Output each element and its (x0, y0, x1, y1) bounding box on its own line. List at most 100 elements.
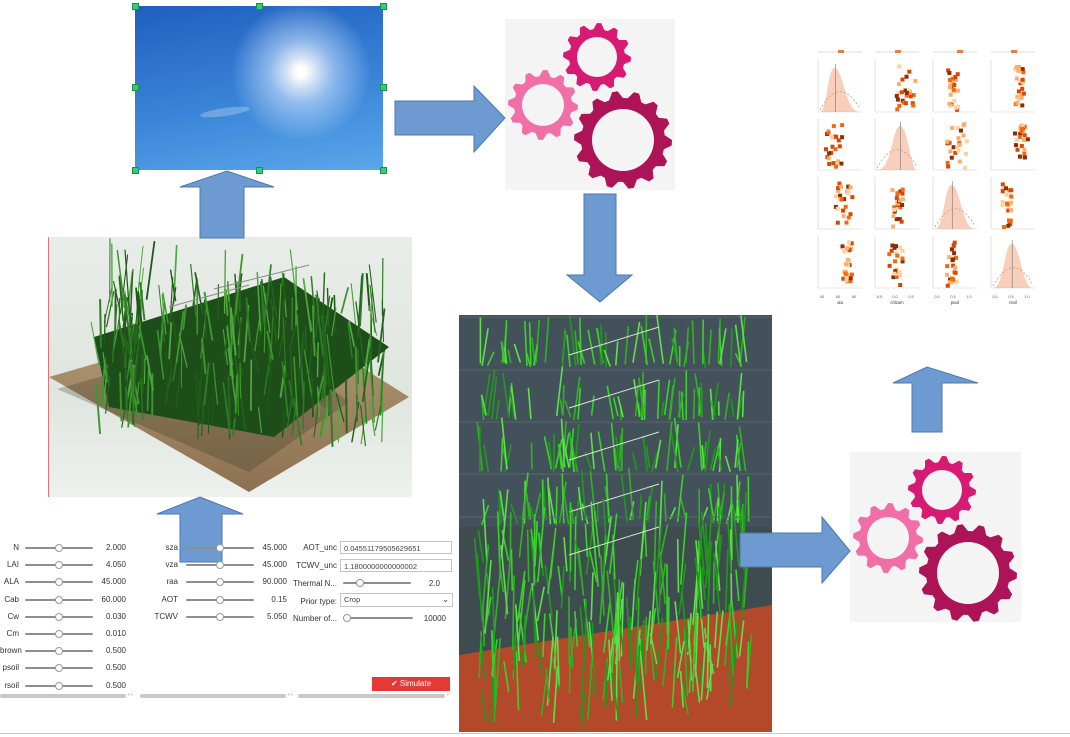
pair-plot-cell (817, 118, 862, 171)
geom-param-label-tcwv: TCWV (154, 611, 178, 621)
render-blade (487, 369, 496, 416)
render-blade (709, 448, 717, 471)
render-blade (728, 673, 735, 708)
render-blade (615, 645, 618, 721)
grass-blade (340, 287, 350, 314)
density-cell (1014, 65, 1019, 70)
grass-blade (329, 389, 334, 447)
leaf-param-slider-thumb-n[interactable] (55, 544, 63, 552)
density-cell (947, 280, 952, 285)
leaf-param-slider-thumb-cm[interactable] (55, 630, 63, 638)
grass-blade (95, 384, 102, 435)
leaf-param-label-cab: Cab (4, 594, 19, 604)
render-blade (558, 444, 563, 469)
tcwv-unc-input[interactable]: 1.1800000000000002 (340, 559, 452, 572)
render-blade (486, 351, 495, 367)
grass-blade (156, 329, 165, 380)
render-blade (500, 437, 504, 472)
density-cell (956, 136, 961, 141)
prior-type-select[interactable]: Crop ⌄ (340, 593, 453, 607)
aot-unc-input[interactable]: 0.04551179505629651 (340, 541, 452, 554)
render-blade (697, 521, 706, 575)
density-cell (1016, 97, 1021, 102)
render-blade (650, 450, 659, 472)
render-layer (459, 417, 772, 475)
render-blade (634, 384, 639, 417)
number-of-samples-slider[interactable] (343, 617, 413, 619)
render-blade (562, 486, 570, 525)
density-cell (893, 269, 898, 274)
leaf-param-slider-thumb-ala[interactable] (55, 578, 63, 587)
resize-handle-bl[interactable] (132, 167, 139, 174)
arrow-gears-to-render (565, 193, 634, 303)
render-blade (555, 486, 558, 525)
grass-blade (227, 301, 231, 336)
render-blade (551, 657, 560, 689)
scroll-arrows-2[interactable]: ‹ › (288, 692, 293, 698)
density-cell (899, 90, 904, 95)
render-blade (734, 439, 739, 468)
render-blade (632, 560, 639, 597)
resize-handle-br[interactable] (380, 167, 387, 174)
leaf-param-slider-thumb-lai[interactable] (55, 561, 63, 570)
resize-handle-mr[interactable] (380, 84, 387, 91)
leaf-param-slider-thumb-psoil[interactable] (55, 664, 63, 673)
density-cell (1015, 94, 1020, 99)
render-blade (573, 423, 580, 473)
density-cell (951, 76, 955, 81)
density-cell (947, 255, 952, 260)
render-blade (730, 486, 733, 560)
density-cell (963, 165, 968, 170)
marginal-density (935, 184, 975, 229)
scroll-arrows-1[interactable]: ‹ › (128, 692, 133, 698)
density-cell (894, 217, 899, 222)
density-cell (900, 187, 905, 192)
resize-handle-ml[interactable] (132, 84, 139, 91)
render-blade (707, 540, 712, 611)
number-of-samples-thumb[interactable] (343, 614, 351, 622)
leaf-param-slider-thumb-cab[interactable] (55, 595, 63, 604)
leaf-param-slider-thumb-brown[interactable] (55, 647, 63, 656)
thermal-noise-slider[interactable] (343, 582, 411, 584)
geom-param-slider-thumb-raa[interactable] (216, 578, 224, 587)
grass-blade (360, 405, 367, 447)
scrollbar-col3[interactable] (298, 694, 445, 698)
scrollbar-col2[interactable] (140, 694, 286, 698)
geom-param-label-vza: vza (165, 560, 178, 570)
thermal-noise-thumb[interactable] (356, 579, 364, 587)
grass-blade (129, 271, 134, 328)
density-cell (840, 123, 845, 128)
leaf-param-slider-thumb-rsoil[interactable] (55, 681, 63, 690)
grass-blade (105, 376, 111, 414)
render-blade (712, 382, 719, 419)
density-cell (833, 147, 838, 152)
simulate-button[interactable]: ✔ Simulate (372, 677, 450, 691)
geom-param-slider-thumb-tcwv[interactable] (216, 612, 224, 621)
grass-blade (124, 249, 130, 308)
scrollbar-col1[interactable] (0, 694, 126, 698)
render-blade (663, 493, 667, 522)
geom-param-slider-thumb-sza[interactable] (216, 544, 224, 552)
resize-handle-tr[interactable] (380, 3, 387, 10)
scroll-arrows-3[interactable]: › (447, 692, 449, 698)
density-cell (890, 188, 895, 193)
geom-param-slider-thumb-vza[interactable] (216, 561, 224, 570)
resize-handle-tc[interactable] (256, 3, 263, 10)
density-cell (1019, 143, 1024, 148)
leaf-param-slider-thumb-cw[interactable] (55, 612, 63, 621)
resize-handle-bc[interactable] (256, 167, 263, 174)
render-blade (507, 349, 512, 364)
render-blade (638, 403, 643, 421)
density-cell (1000, 189, 1005, 194)
gear-panel-top (505, 19, 675, 190)
resize-handle-tl[interactable] (132, 3, 139, 10)
render-blade (528, 322, 532, 365)
render-blade (641, 371, 644, 418)
density-cell (1013, 67, 1018, 72)
grass-blade (239, 362, 242, 399)
render-blade (716, 445, 722, 471)
density-cell (955, 126, 960, 131)
density-cell (840, 244, 845, 249)
geom-param-slider-thumb-aot[interactable] (216, 595, 224, 604)
